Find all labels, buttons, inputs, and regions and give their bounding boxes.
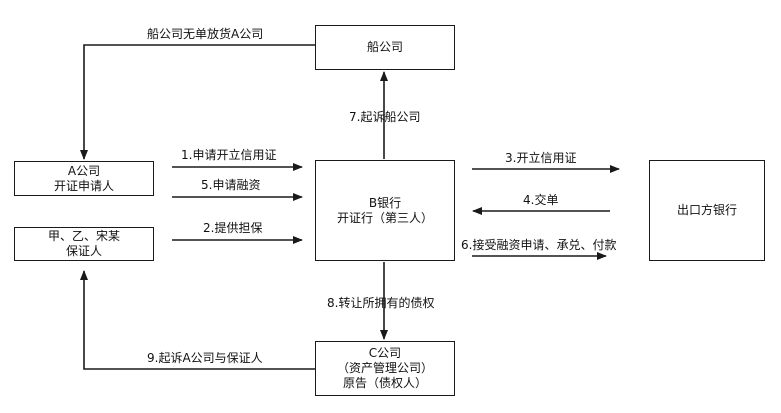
label-step5: 5.申请融资 — [201, 178, 261, 192]
node-company-a-line1: A公司 — [67, 163, 101, 178]
node-bank-b-line1: B银行 — [368, 195, 402, 210]
label-step6: 6.接受融资申请、承兑、付款 — [461, 238, 617, 252]
node-bank-b: B银行 开证行（第三人） — [315, 160, 455, 261]
node-export-bank-line1: 出口方银行 — [676, 203, 737, 217]
node-guarantors-line2: 保证人 — [65, 244, 102, 258]
node-company-c-line2: （资产管理公司） — [336, 361, 433, 375]
label-step2: 2.提供担保 — [203, 221, 263, 235]
node-bank-b-line2: 开证行（第三人） — [336, 210, 433, 225]
node-company-c-line1: C公司 — [368, 346, 402, 360]
node-company-c-line3: 原告（债权人） — [342, 376, 427, 390]
label-step9: 9.起诉A公司与保证人 — [147, 351, 263, 365]
label-step4: 4.交单 — [523, 193, 559, 207]
node-company-c: C公司 （资产管理公司） 原告（债权人） — [315, 341, 455, 396]
node-guarantors: 甲、乙、宋某 保证人 — [14, 227, 154, 261]
arrow-ship-release — [80, 44, 315, 160]
label-step8: 8.转让所拥有的债权 — [327, 296, 435, 310]
label-step3: 3.开立信用证 — [505, 151, 577, 165]
node-guarantors-line1: 甲、乙、宋某 — [47, 229, 120, 243]
node-company-a: A公司 开证申请人 — [14, 161, 154, 196]
label-step7: 7.起诉船公司 — [349, 110, 421, 124]
node-ship-company: 船公司 — [315, 25, 455, 70]
node-ship-company-line1: 船公司 — [366, 40, 403, 54]
node-company-a-line2: 开证申请人 — [53, 178, 114, 193]
label-step1: 1.申请开立信用证 — [181, 148, 277, 162]
label-ship-release: 船公司无单放货A公司 — [147, 27, 264, 41]
node-export-bank: 出口方银行 — [649, 160, 765, 261]
arrow-step9 — [80, 270, 315, 370]
